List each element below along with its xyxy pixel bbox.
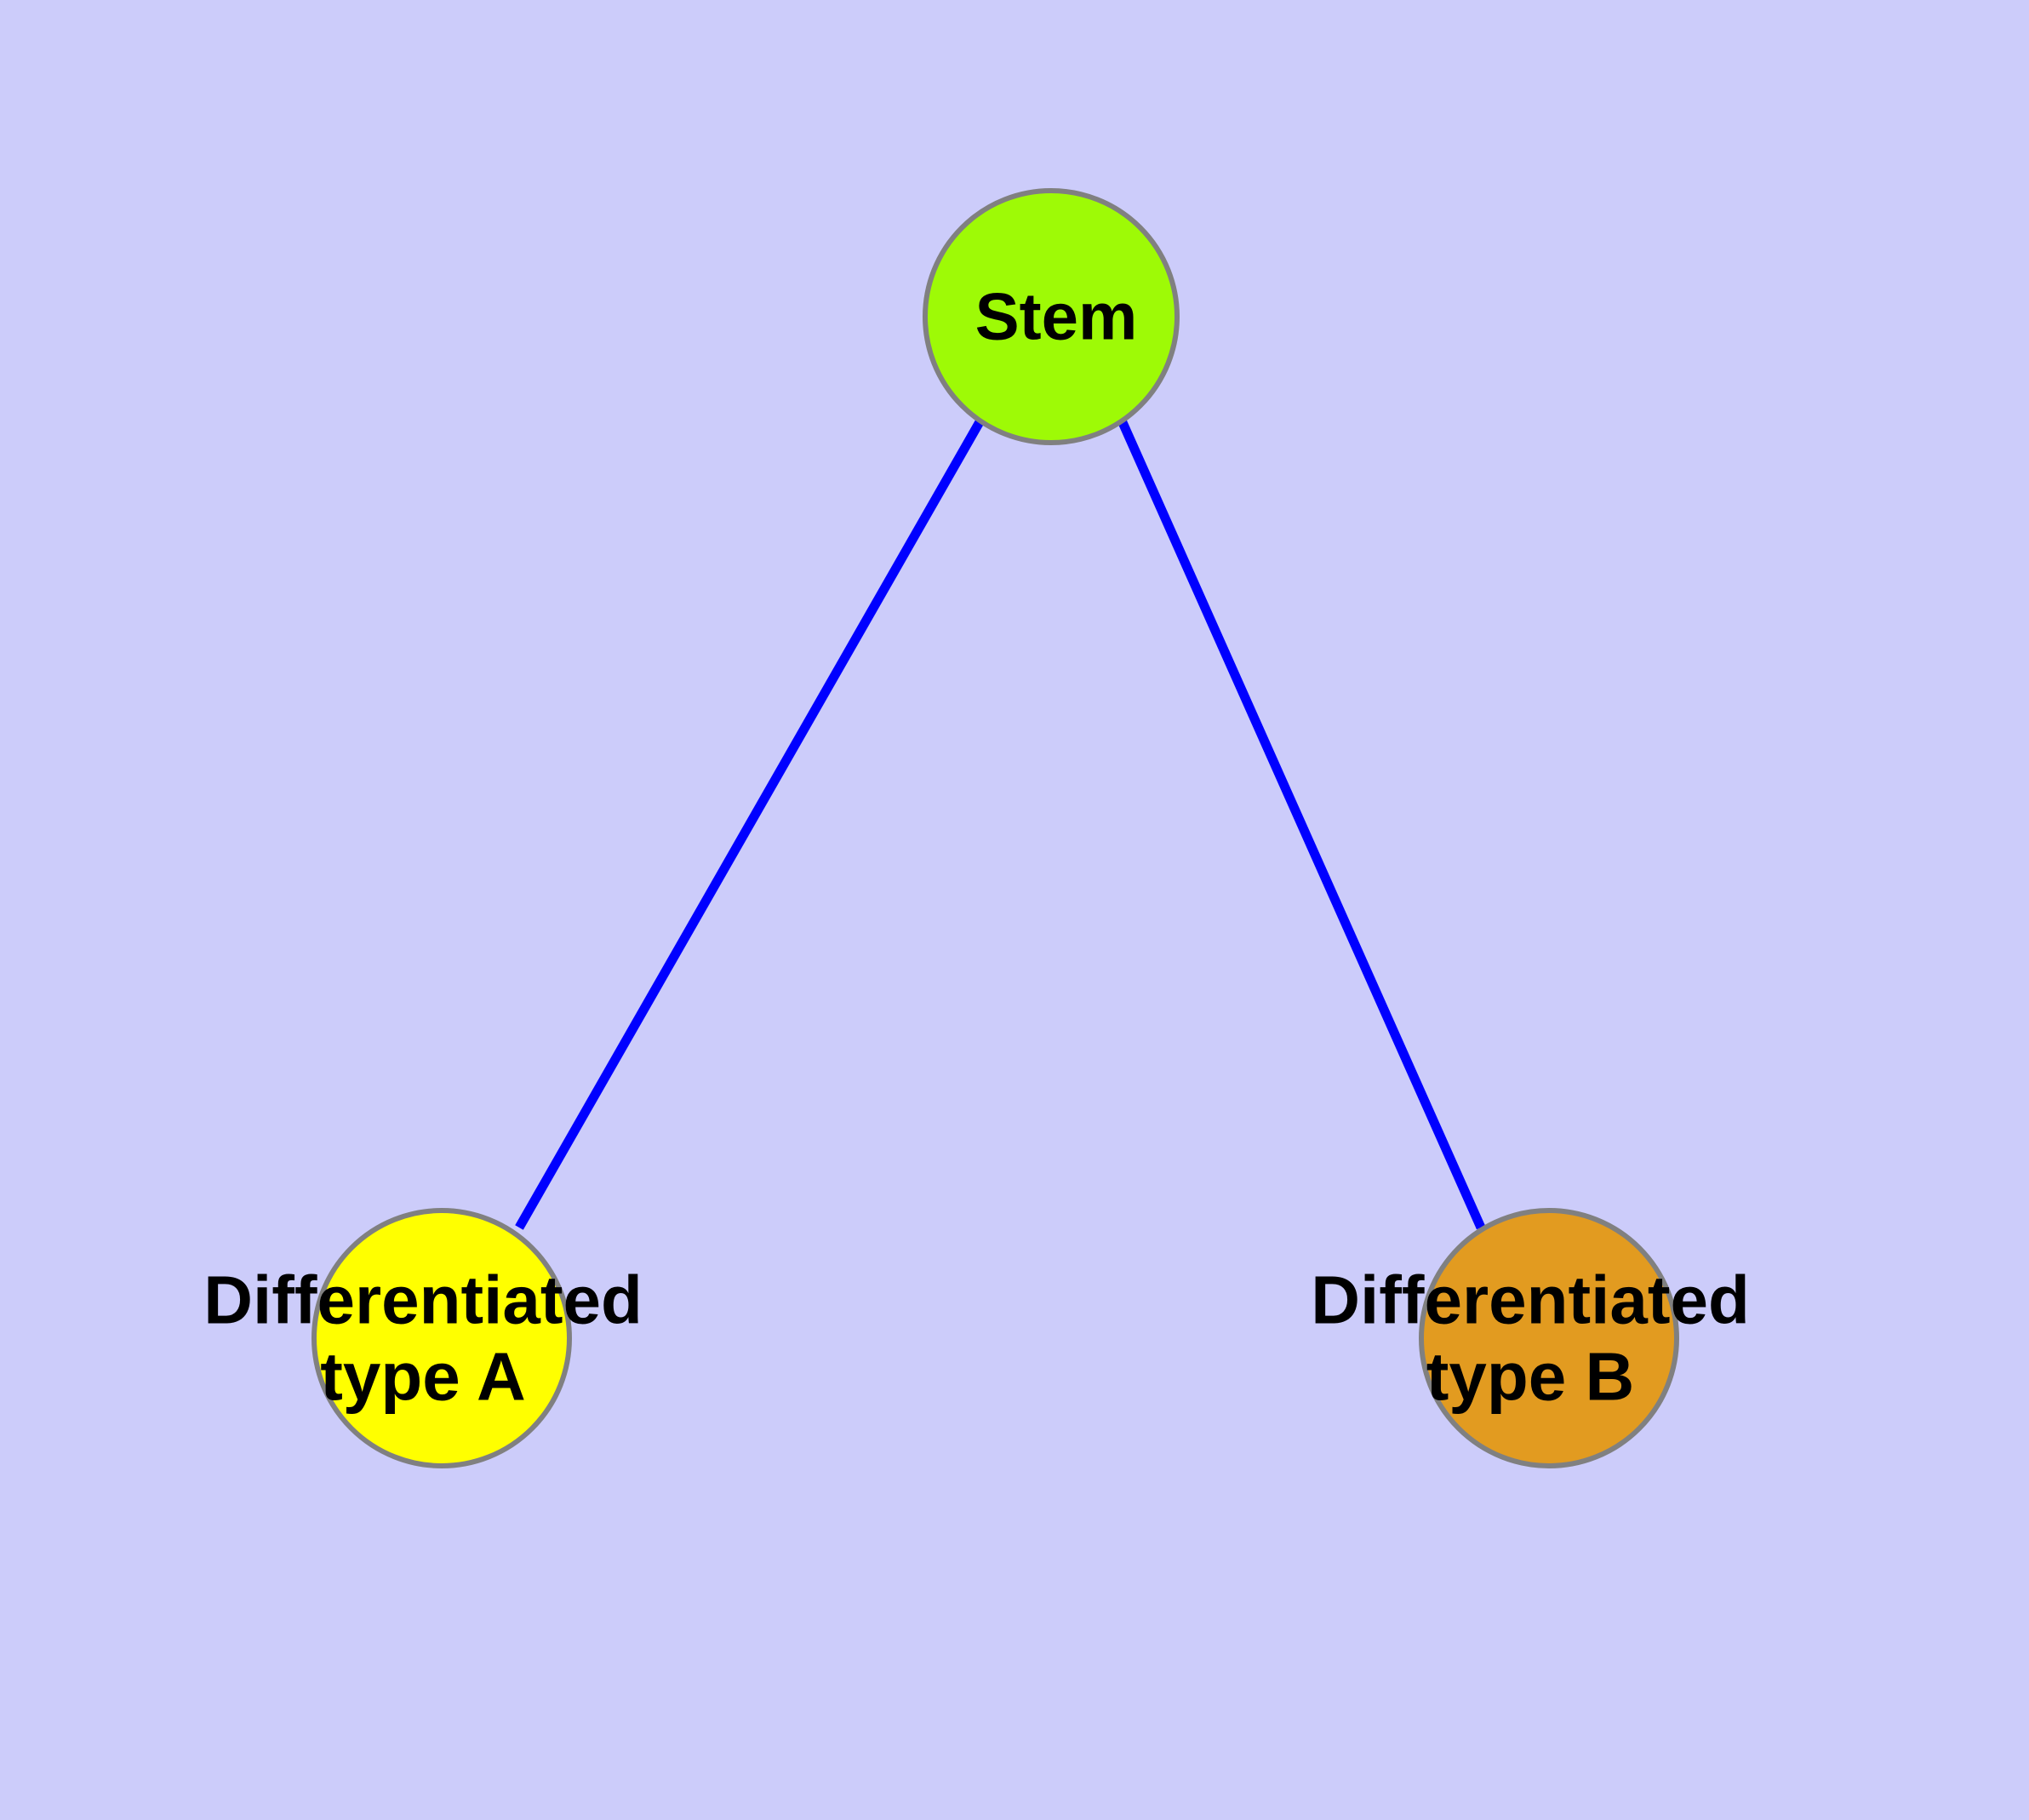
node-circle-diff-a[interactable] — [311, 1208, 572, 1468]
node-circle-diff-b[interactable] — [1419, 1208, 1679, 1468]
edge-layer — [515, 418, 1486, 1230]
node-circle-stem[interactable] — [923, 188, 1180, 445]
edge-stem-to-diff-b — [1117, 418, 1486, 1230]
edge-stem-to-diff-a — [515, 418, 985, 1230]
node-layer — [311, 188, 1679, 1468]
